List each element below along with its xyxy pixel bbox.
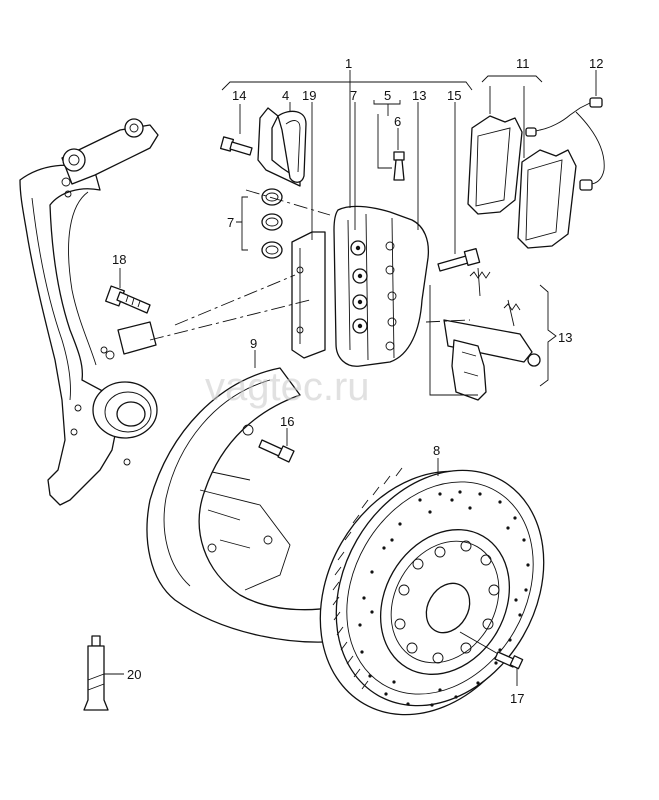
callout-7-seals: 7 xyxy=(227,215,234,230)
bolt-18 xyxy=(105,268,151,314)
callout-19: 19 xyxy=(302,88,316,103)
callout-20: 20 xyxy=(127,667,141,682)
watermark: vagtec.ru xyxy=(205,365,370,409)
bolt-16 xyxy=(258,428,295,463)
callout-7-top: 7 xyxy=(350,88,357,103)
callout-15: 15 xyxy=(447,88,461,103)
callout-13-top: 13 xyxy=(412,88,426,103)
bleed-valve-6 xyxy=(377,114,405,181)
callout-14: 14 xyxy=(232,88,246,103)
paste-tube-20 xyxy=(83,635,124,711)
bracket-4 xyxy=(257,107,307,187)
callout-17: 17 xyxy=(510,691,524,706)
bolt-15 xyxy=(437,102,481,272)
screw-17 xyxy=(459,631,524,686)
brake-disc xyxy=(319,458,545,716)
callout-13-side: 13 xyxy=(558,330,572,345)
bolt-14 xyxy=(219,104,253,156)
callout-16: 16 xyxy=(280,414,294,429)
callout-12: 12 xyxy=(589,56,603,71)
callout-8: 8 xyxy=(433,443,440,458)
wear-sensor-12 xyxy=(525,70,605,191)
disc-drill-holes xyxy=(358,490,530,707)
spring-kit-13 xyxy=(425,267,557,401)
callout-6: 6 xyxy=(394,114,401,129)
callout-18: 18 xyxy=(112,252,126,267)
steering-knuckle xyxy=(19,118,159,506)
callout-labels: 1 4 5 6 7 7 8 9 11 12 13 13 14 15 16 17 … xyxy=(112,56,603,706)
group-bracket-1 xyxy=(221,70,473,240)
callout-5: 5 xyxy=(384,88,391,103)
callout-1: 1 xyxy=(345,56,352,71)
seal-rings-7 xyxy=(236,188,331,259)
brake-pads-11 xyxy=(467,75,577,249)
callout-4: 4 xyxy=(282,88,289,103)
callout-11: 11 xyxy=(516,56,530,71)
brake-caliper xyxy=(149,205,430,367)
callout-9: 9 xyxy=(250,336,257,351)
disc-hat-holes xyxy=(394,540,500,664)
